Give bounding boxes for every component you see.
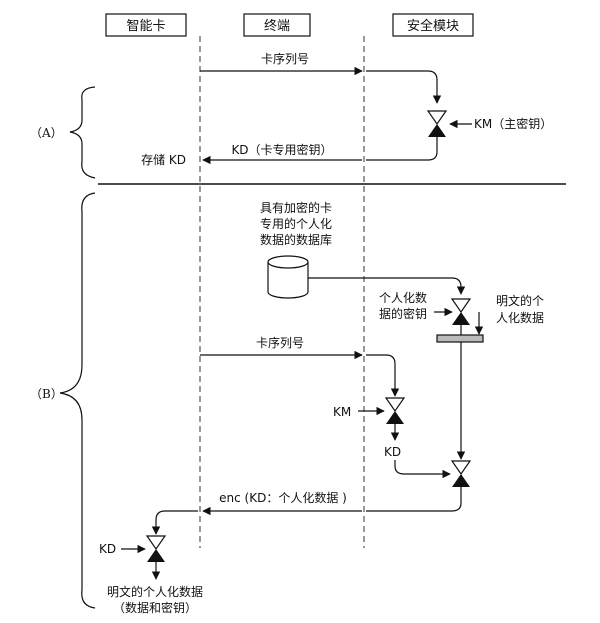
perso-key-label-line2: 据的密钥	[379, 306, 427, 321]
section-b-label: （B）	[30, 387, 63, 401]
participant-card-label: 智能卡	[126, 19, 165, 34]
key-derivation-valve-b	[384, 397, 406, 424]
data-bar	[436, 334, 484, 343]
msg-b-enc-label: enc (KD：个人化数据 )	[219, 490, 347, 505]
km-label-b: KM	[333, 405, 351, 419]
decrypt-valve-top	[450, 298, 472, 325]
output-label-line1: 明文的个人化数据	[107, 584, 203, 599]
brace-a	[69, 86, 96, 179]
plain-data-label-line1: 明文的个	[496, 293, 544, 308]
participant-terminal: 终端	[243, 13, 311, 37]
perso-key-label-line1: 个人化数	[379, 290, 427, 305]
section-a-label: （A）	[30, 126, 63, 140]
store-kd-label: 存储 KD	[141, 152, 186, 167]
brace-b	[59, 192, 96, 609]
participant-security-module-label: 安全模块	[407, 18, 459, 34]
database-icon	[267, 255, 309, 299]
kd-label-card: KD	[99, 542, 116, 556]
msg-b-serial-label: 卡序列号	[256, 335, 304, 350]
database-label-line2: 专用的个人化	[260, 216, 332, 231]
msg-b-enc-to-card	[151, 510, 198, 535]
msg-a-serial-continue	[366, 70, 442, 104]
participant-terminal-label: 终端	[264, 18, 290, 34]
key-derivation-valve-a	[426, 110, 448, 137]
encrypt-valve	[450, 460, 472, 487]
msg-a-kd-return	[366, 137, 438, 161]
kd-to-encrypt-arrow	[394, 460, 451, 479]
participant-security-module: 安全模块	[392, 13, 474, 37]
kd-label-b: KD	[384, 445, 401, 459]
card-decrypt-valve	[145, 535, 167, 562]
msg-a-kd-label: KD（卡专用密钥）	[231, 142, 332, 157]
database-label-line1: 具有加密的卡	[260, 200, 332, 215]
msg-a-serial-label: 卡序列号	[261, 51, 309, 66]
plain-data-label-line2: 人化数据	[496, 310, 544, 325]
msg-b-serial-continue	[366, 354, 400, 397]
km-master-key-label: KM（主密钥）	[474, 116, 552, 131]
database-label-line3: 数据的数据库	[260, 232, 332, 247]
database-to-valve-arrow	[308, 277, 466, 295]
output-label-line2: （数据和密钥）	[113, 600, 197, 615]
participant-card: 智能卡	[105, 13, 187, 37]
msg-b-enc-return	[366, 487, 462, 512]
